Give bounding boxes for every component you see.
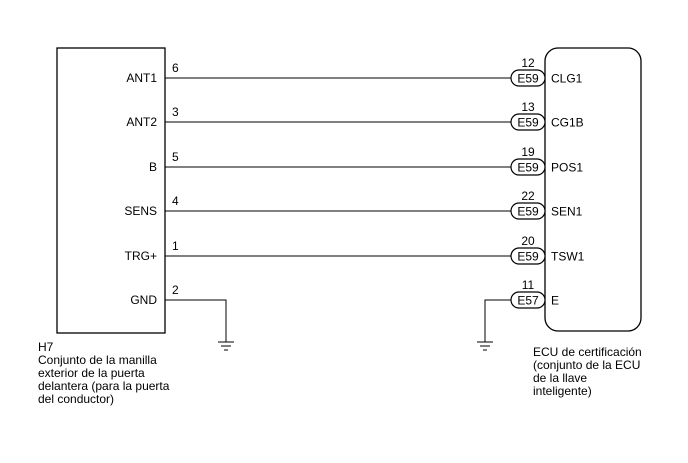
left-component-name-line: del conductor)	[38, 392, 115, 406]
connector-label: E57	[517, 294, 539, 308]
right-pin-number: 11	[522, 278, 535, 292]
right-component-name-line: (conjunto de la ECU	[533, 358, 641, 372]
connector-label: E59	[517, 250, 539, 264]
right-component-caption: ECU de certificación (conjunto de la ECU…	[533, 346, 683, 398]
wire-line-ground-right	[484, 299, 511, 342]
left-component-name-line: exterior de la puerta	[38, 366, 145, 380]
connector-oval	[510, 247, 546, 265]
left-terminal-label: ANT2	[126, 115, 157, 129]
right-pin-number: 12	[521, 56, 535, 70]
left-terminal-label: SENS	[124, 204, 157, 218]
connector-oval	[510, 113, 546, 131]
left-terminal-label: ANT1	[126, 71, 157, 85]
connector-oval	[510, 158, 546, 176]
left-pin-number: 3	[172, 105, 179, 119]
left-pin-number: 5	[172, 150, 179, 164]
right-pin-number: 19	[521, 145, 535, 159]
right-component-name-line: inteligente)	[533, 384, 592, 398]
connector-label: E59	[517, 205, 539, 219]
left-component-name-line: Conjunto de la manilla	[38, 353, 157, 367]
right-terminal-label: POS1	[551, 161, 583, 175]
left-component-name-line: delantera (para la puerta	[38, 379, 170, 393]
right-pin-number: 20	[521, 234, 535, 248]
connector-oval	[510, 69, 546, 87]
ground-symbol-left	[218, 341, 234, 351]
right-terminal-label: SEN1	[551, 205, 583, 219]
left-pin-number: 6	[172, 61, 179, 75]
connector-label: E59	[517, 161, 539, 175]
left-terminal-label: B	[149, 160, 157, 174]
left-terminal-label: GND	[130, 293, 157, 307]
ground-symbol-right	[477, 341, 493, 351]
left-terminal-label: TRG+	[125, 249, 157, 263]
wire-line-ground-left	[165, 299, 227, 342]
right-pin-number: 22	[521, 189, 535, 203]
left-pin-number: 1	[172, 239, 179, 253]
connector-label: E59	[517, 72, 539, 86]
connector-oval	[510, 291, 546, 309]
right-pin-number: 13	[521, 100, 535, 114]
left-component-id: H7	[38, 340, 54, 354]
left-pin-number: 4	[172, 194, 179, 208]
connector-oval	[510, 202, 546, 220]
left-component-box	[56, 47, 166, 334]
connector-label: E59	[517, 116, 539, 130]
left-component-caption: H7 Conjunto de la manilla exterior de la…	[38, 341, 188, 406]
right-terminal-label: E	[551, 294, 559, 308]
right-component-name-line: ECU de certificación	[533, 345, 642, 359]
right-component-box	[544, 47, 642, 332]
right-terminal-label: CG1B	[551, 116, 584, 130]
right-component-name-line: de la llave	[533, 371, 588, 385]
right-terminal-label: TSW1	[551, 250, 585, 264]
right-terminal-label: CLG1	[551, 72, 583, 86]
left-pin-number: 2	[172, 283, 179, 297]
